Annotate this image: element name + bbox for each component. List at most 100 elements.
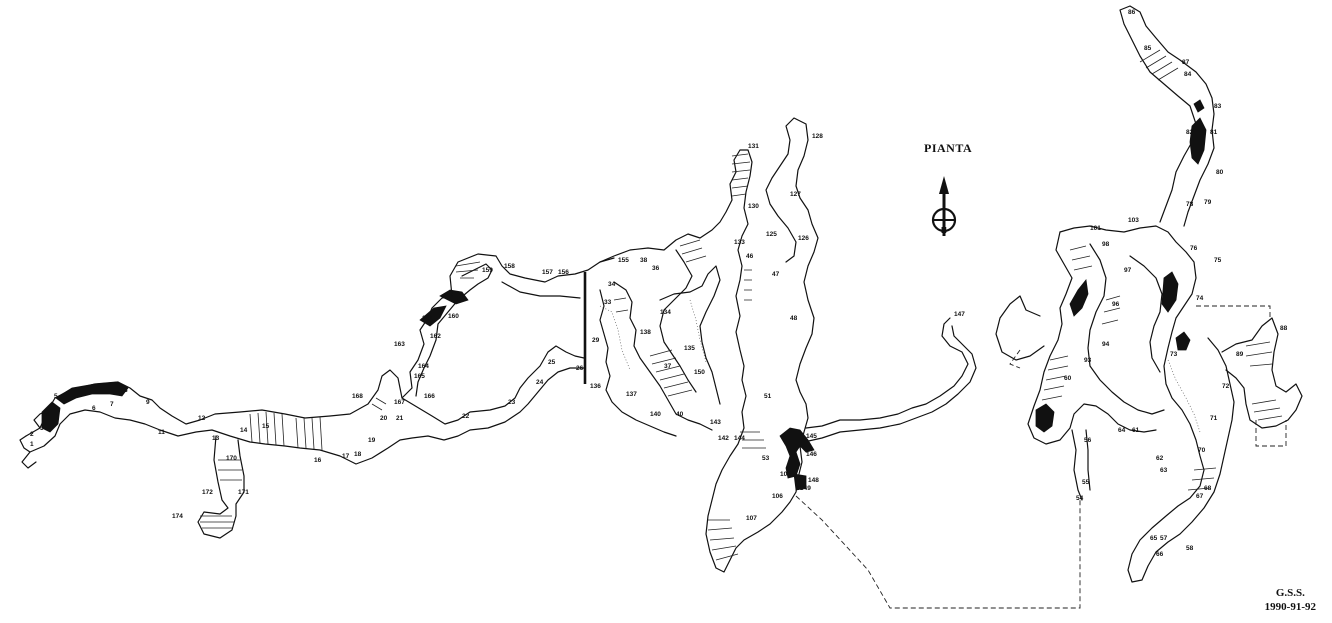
station-label: 4 <box>46 411 50 418</box>
station-label: 148 <box>808 477 819 484</box>
station-label: 66 <box>1156 551 1164 558</box>
station-label: 65 <box>1150 535 1158 542</box>
station-label: 83 <box>1214 103 1222 110</box>
station-label: 14 <box>240 427 248 434</box>
station-label: 79 <box>1204 199 1212 206</box>
station-label: 163 <box>394 341 405 348</box>
station-label: 171 <box>238 489 249 496</box>
station-label: 55 <box>1082 479 1090 486</box>
station-label: 13 <box>212 435 220 442</box>
station-label: 85 <box>1144 45 1152 52</box>
station-label: 9 <box>146 399 150 406</box>
station-label: 84 <box>1184 71 1192 78</box>
north-arrow-icon: N <box>931 176 957 236</box>
station-label: 131 <box>748 143 759 150</box>
station-label: 48 <box>790 315 798 322</box>
station-label: 125 <box>766 231 777 238</box>
station-label: 6 <box>92 405 96 412</box>
station-label: 86 <box>1128 9 1136 16</box>
station-label: 71 <box>1210 415 1218 422</box>
station-label: 157 <box>542 269 553 276</box>
credit: G.S.S. 1990-91-92 <box>1265 586 1316 614</box>
station-label: 15 <box>262 423 270 430</box>
station-label: 60 <box>1064 375 1072 382</box>
station-label: 34 <box>608 281 616 288</box>
station-label: 58 <box>1186 545 1194 552</box>
station-label: 75 <box>1214 257 1222 264</box>
station-label: 5 <box>54 393 58 400</box>
station-label: 88 <box>1280 325 1288 332</box>
station-label: 37 <box>664 363 672 370</box>
station-label: 22 <box>462 413 470 420</box>
station-label: 82 <box>1186 129 1194 136</box>
station-label: 29 <box>592 337 600 344</box>
station-label: 56 <box>1084 437 1092 444</box>
station-label: 40 <box>676 411 684 418</box>
station-label: 2 <box>30 431 34 438</box>
station-label: 170 <box>226 455 237 462</box>
station-label: 159 <box>482 267 493 274</box>
station-label: 155 <box>618 257 629 264</box>
station-label: 8 <box>124 387 128 394</box>
station-label: 73 <box>1170 351 1178 358</box>
station-label: 3 <box>40 425 44 432</box>
station-label: 162 <box>430 333 441 340</box>
station-label: 93 <box>1084 357 1092 364</box>
station-label: 128 <box>812 133 823 140</box>
station-label: 160 <box>448 313 459 320</box>
map-title: PIANTA <box>924 141 973 155</box>
station-label: 136 <box>590 383 601 390</box>
station-label: 47 <box>772 271 780 278</box>
station-label: 165 <box>414 373 425 380</box>
station-label: 143 <box>710 419 721 426</box>
station-label: 97 <box>1124 267 1132 274</box>
credit-group: G.S.S. <box>1275 587 1305 599</box>
station-label: 89 <box>1236 351 1244 358</box>
station-label: 172 <box>202 489 213 496</box>
station-label: 161 <box>422 315 433 322</box>
station-label: 19 <box>368 437 376 444</box>
station-label: 24 <box>536 379 544 386</box>
station-label: 103 <box>1128 217 1139 224</box>
station-label: 78 <box>1186 201 1194 208</box>
station-label: 150 <box>694 369 705 376</box>
station-label: 67 <box>1196 493 1204 500</box>
station-label: 87 <box>1182 59 1190 66</box>
station-label: 61 <box>1132 427 1140 434</box>
station-label: 38 <box>640 257 648 264</box>
station-label: 105 <box>780 471 791 478</box>
north-arrow-label: N <box>941 226 947 235</box>
station-label: 94 <box>1102 341 1110 348</box>
station-label: 16 <box>314 457 322 464</box>
station-label: 133 <box>734 239 745 246</box>
station-label: 26 <box>576 365 584 372</box>
east-passage <box>995 5 1303 583</box>
station-label: 130 <box>748 203 759 210</box>
station-label: 63 <box>1160 467 1168 474</box>
station-label: 127 <box>790 191 801 198</box>
station-label: 57 <box>1160 535 1168 542</box>
station-label: 12 <box>198 415 206 422</box>
station-label: 140 <box>650 411 661 418</box>
station-label: 135 <box>684 345 695 352</box>
station-label: 98 <box>1102 241 1110 248</box>
station-label: 17 <box>342 453 350 460</box>
station-label: 81 <box>1210 129 1218 136</box>
station-label: 53 <box>762 455 770 462</box>
station-label: 64 <box>1118 427 1126 434</box>
station-label: 23 <box>508 399 516 406</box>
station-label: 96 <box>1112 301 1120 308</box>
west-passage <box>19 253 615 539</box>
station-label: 11 <box>158 429 165 436</box>
station-label: 20 <box>380 415 388 422</box>
station-label: 25 <box>548 359 556 366</box>
station-label: 46 <box>746 253 754 260</box>
station-label: 54 <box>1076 495 1084 502</box>
station-label: 106 <box>772 493 783 500</box>
station-label: 149 <box>800 485 811 492</box>
dashed-connection <box>795 495 1081 609</box>
station-label: 158 <box>504 263 515 270</box>
station-label: 33 <box>604 299 612 306</box>
station-label: 101 <box>1090 225 1101 232</box>
